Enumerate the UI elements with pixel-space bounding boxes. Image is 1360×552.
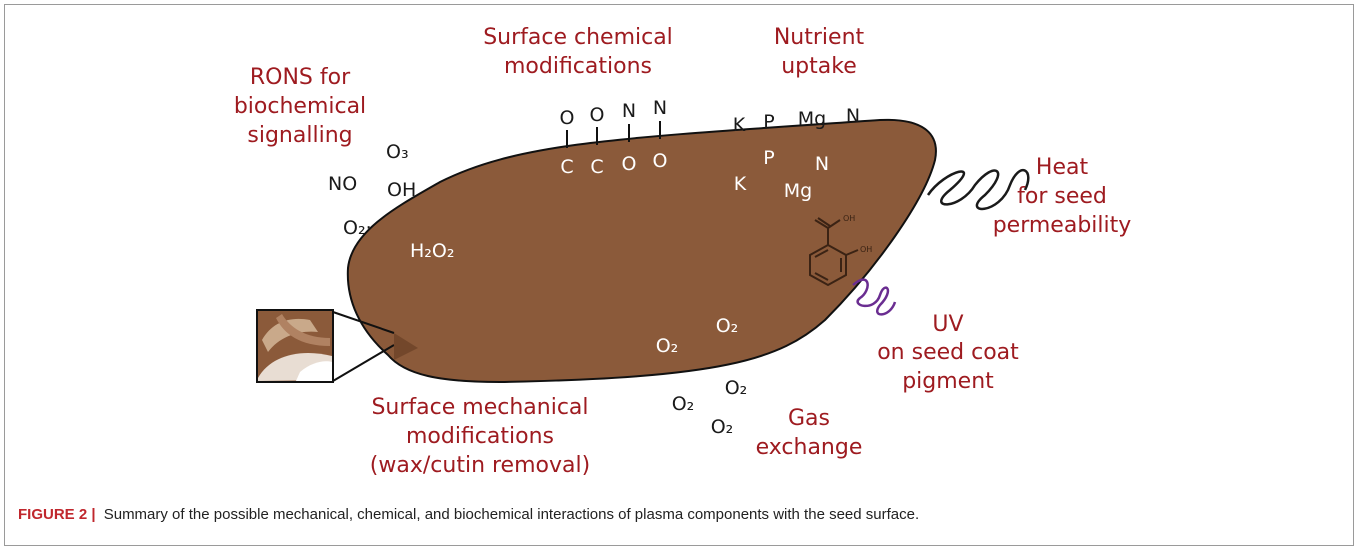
surface-mechanical-label-line1: Surface mechanical (371, 395, 588, 420)
nutrient-mg-outside: Mg (798, 108, 826, 130)
surface-bottom-atom-2: C (590, 156, 603, 178)
surface-mechanical-label-line2: modifications (406, 424, 554, 449)
nitric-oxide-label: NO (328, 173, 357, 195)
oxygen-label-outside-3: O₂ (711, 416, 734, 438)
surface-bottom-atom-4: O (653, 150, 668, 172)
heat-label-line1: Heat (1036, 155, 1089, 180)
nutrient-n-outside: N (846, 105, 860, 127)
salicylic-acid-icon (809, 217, 859, 287)
uv-wave (852, 278, 897, 316)
rons-label-line2: biochemical (234, 94, 366, 119)
surface-top-atom-3: N (622, 100, 636, 122)
nutrient-mg-inside: Mg (784, 180, 812, 202)
wax-removal-inset (256, 309, 418, 383)
surface-bond-lines (566, 121, 661, 148)
oxygen-label-inside-2: O₂ (656, 335, 679, 357)
surface-chemical-label-line1: Surface chemical (483, 25, 673, 50)
oxygen-label-outside-2: O₂ (672, 393, 695, 415)
hydroxyl-label: OH (387, 179, 416, 201)
gas-label-line1: Gas (788, 406, 830, 431)
surface-bottom-atom-3: O (622, 153, 637, 175)
surface-top-atom-4: N (653, 97, 667, 119)
nutrient-p-outside: P (763, 111, 774, 133)
surface-chemical-label-line2: modifications (504, 54, 652, 79)
nutrient-label-line1: Nutrient (774, 25, 865, 50)
surface-top-atom-2: O (590, 104, 605, 126)
heat-wave (926, 168, 1030, 211)
oxygen-label-outside-1: O₂ (725, 377, 748, 399)
figure-caption-text: Summary of the possible mechanical, chem… (103, 506, 920, 523)
oxygen-label-inside-1: O₂ (716, 315, 739, 337)
heat-label-line3: permeability (993, 213, 1132, 238)
uv-label-line1: UV (932, 312, 963, 337)
surface-mechanical-label-line3: (wax/cutin removal) (370, 453, 590, 478)
nutrient-label-line2: uptake (781, 54, 857, 79)
nutrient-k-outside: K (733, 114, 746, 136)
figure-caption-label: FIGURE 2 | (18, 506, 96, 523)
nutrient-n-inside: N (815, 153, 829, 175)
uv-label-line2: on seed coat (877, 340, 1019, 365)
figure-caption: FIGURE 2 | Summary of the possible mecha… (18, 506, 1338, 523)
hydrogen-peroxide-label: H₂O₂ (410, 240, 454, 262)
rons-label-line3: signalling (247, 123, 352, 148)
rons-label-line1: RONS for (250, 65, 351, 90)
surface-top-atom-1: O (560, 107, 575, 129)
heat-label-line2: for seed (1017, 184, 1107, 209)
carboxyl-oh-label: OH (843, 214, 855, 223)
ozone-label: O₃ (386, 141, 409, 163)
uv-label-line3: pigment (902, 369, 994, 394)
surface-bottom-atom-1: C (560, 156, 573, 178)
seed-body (346, 118, 937, 384)
nutrient-k-inside: K (734, 173, 747, 195)
nutrient-p-inside: P (763, 147, 774, 169)
hydroxyl-oh-label: OH (860, 245, 872, 254)
gas-label-line2: exchange (756, 435, 863, 460)
superoxide-label: O₂· (343, 217, 372, 239)
